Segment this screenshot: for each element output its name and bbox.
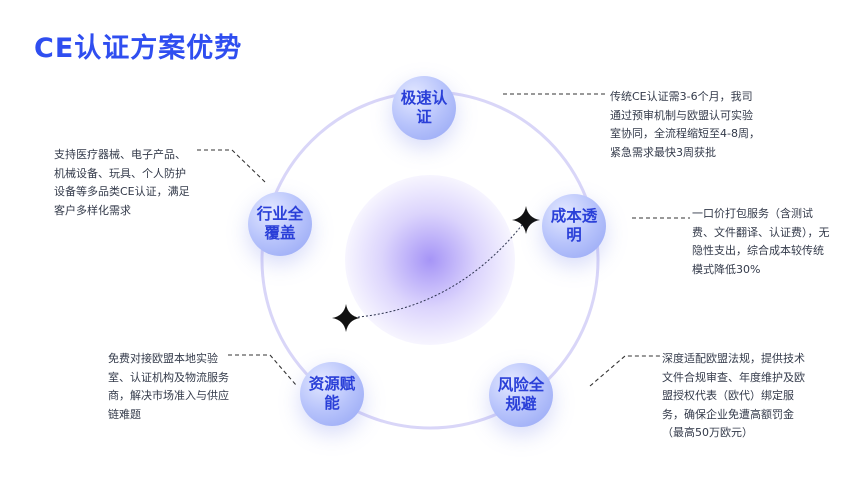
node-label: 资源赋能 <box>308 375 356 412</box>
node-industry-coverage: 行业全覆盖 <box>248 192 312 256</box>
description-resource-empowerment: 免费对接欧盟本地实验室、认证机构及物流服务商，解决市场准入与供应链难题 <box>108 352 229 421</box>
description-fast-certification: 传统CE认证需3-6个月，我司通过预审机制与欧盟认可实验室协同，全流程缩短至4-… <box>610 90 760 159</box>
node-label: 极速认证 <box>400 89 448 126</box>
connector-4 <box>228 354 297 386</box>
node-transparent-cost: 成本透明 <box>542 194 606 258</box>
center-arc <box>345 219 527 319</box>
connector-5 <box>197 149 266 183</box>
sparkle-icon <box>332 304 360 332</box>
node-risk-avoidance: 风险全规避 <box>489 363 553 427</box>
center-glow <box>345 175 515 345</box>
page-title: CE认证方案优势 <box>34 33 243 64</box>
sparkle-icon <box>512 206 540 234</box>
description-industry-coverage: 支持医疗器械、电子产品、机械设备、玩具、个人防护设备等多品类CE认证，满足客户多… <box>54 148 190 217</box>
node-label: 行业全覆盖 <box>256 205 304 242</box>
node-label: 风险全规避 <box>497 376 545 413</box>
node-resource-empowerment: 资源赋能 <box>300 362 364 426</box>
node-fast-certification: 极速认证 <box>392 76 456 140</box>
connector-3 <box>589 355 660 387</box>
description-risk-avoidance: 深度适配欧盟法规，提供技术文件合规审查、年度维护及欧盟授权代表（欧代）绑定服务，… <box>662 352 805 439</box>
node-label: 成本透明 <box>550 207 598 244</box>
description-transparent-cost: 一口价打包服务（含测试费、文件翻译、认证费），无隐性支出，综合成本较传统模式降低… <box>692 207 830 276</box>
